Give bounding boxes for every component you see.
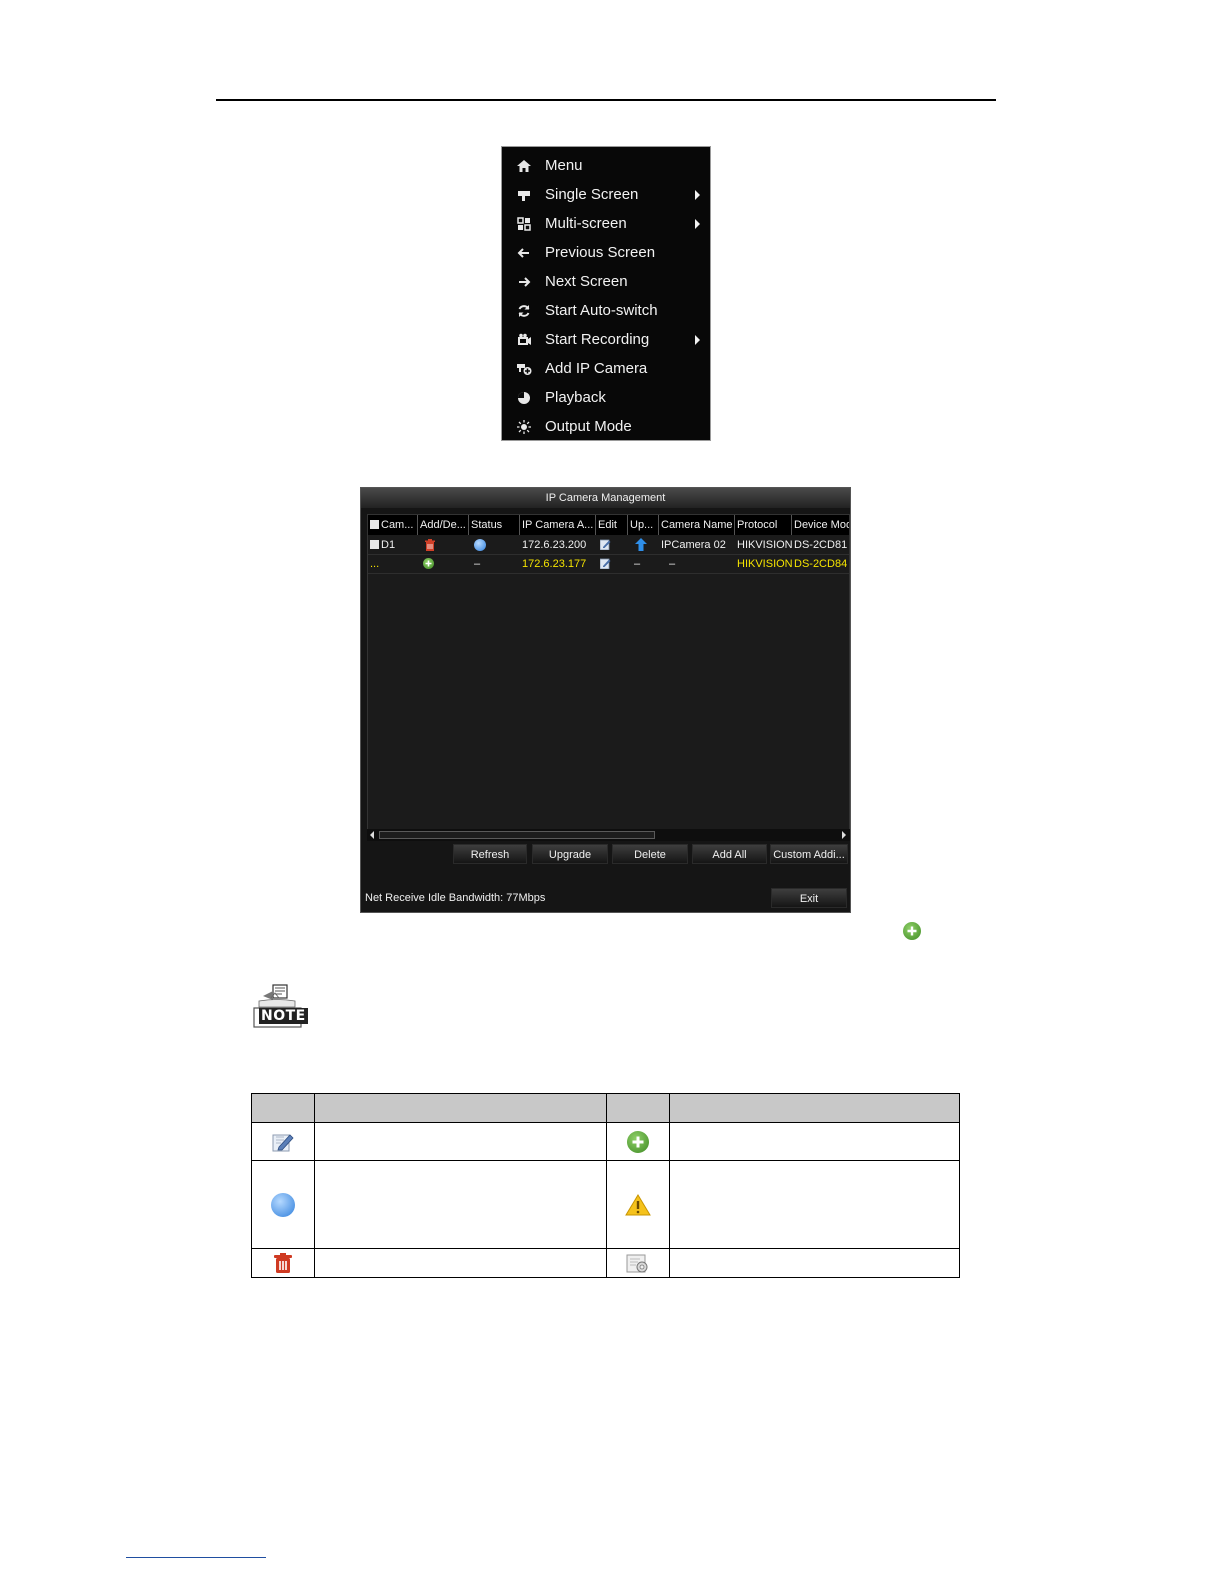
scroll-thumb[interactable]	[379, 831, 655, 839]
arrow-right-icon	[516, 274, 532, 290]
device-model-cell: DS-2CD81	[794, 539, 848, 551]
submenu-arrow-icon	[695, 190, 700, 200]
record-icon	[516, 332, 532, 348]
add-all-button[interactable]: Add All	[692, 844, 767, 864]
column-header-status[interactable]: Status	[469, 515, 520, 535]
playback-icon	[516, 390, 532, 406]
upgrade-button[interactable]: Upgrade	[532, 844, 608, 864]
add-icon[interactable]	[420, 555, 468, 573]
note-icon: NOTE	[251, 984, 308, 1028]
table-row	[251, 1248, 960, 1278]
status-online-icon	[472, 536, 518, 554]
column-header-add-delete[interactable]: Add/De...	[418, 515, 469, 535]
menu-item-output-mode[interactable]: Output Mode	[502, 413, 710, 442]
menu-item-label: Output Mode	[545, 418, 632, 435]
row-divider	[368, 554, 849, 555]
row-cam-cell[interactable]: D1	[368, 536, 418, 554]
add-camera-icon	[516, 361, 532, 377]
column-header-ip-address[interactable]: IP Camera A...	[520, 515, 596, 535]
column-header-camera-name[interactable]: Camera Name	[659, 515, 735, 535]
refresh-button[interactable]: Refresh	[453, 844, 527, 864]
table-row	[251, 1160, 960, 1249]
ip-camera-management-window: IP Camera Management Cam... Add/De... St…	[360, 487, 851, 913]
menu-item-multi-screen[interactable]: Multi-screen	[502, 210, 710, 239]
multi-screen-icon	[516, 216, 532, 232]
camera-icon	[516, 187, 532, 203]
note-label: NOTE	[259, 1008, 308, 1024]
row-divider	[368, 573, 849, 574]
settings-icon	[626, 1254, 648, 1273]
menu-item-label: Add IP Camera	[545, 360, 648, 377]
row-checkbox[interactable]	[370, 540, 379, 549]
custom-adding-button[interactable]: Custom Addi...	[770, 844, 848, 864]
menu-item-label: Playback	[545, 389, 606, 406]
exit-button[interactable]: Exit	[771, 888, 847, 908]
column-header-upgrade[interactable]: Up...	[628, 515, 659, 535]
table-header-row	[251, 1093, 960, 1123]
sun-icon	[516, 419, 532, 435]
delete-icon[interactable]	[420, 536, 468, 554]
ip-address-cell: 172.6.23.177	[522, 558, 587, 570]
edit-icon[interactable]	[598, 555, 628, 573]
protocol-cell: HIKVISION	[737, 558, 792, 570]
upgrade-cell: –	[634, 558, 641, 570]
submenu-arrow-icon	[695, 219, 700, 229]
add-icon	[627, 1130, 649, 1153]
refresh-icon	[516, 303, 532, 319]
scroll-right-icon[interactable]	[842, 831, 846, 839]
menu-item-next-screen[interactable]: Next Screen	[502, 268, 710, 297]
menu-item-label: Previous Screen	[545, 244, 656, 261]
submenu-arrow-icon	[695, 335, 700, 345]
menu-item-start-recording[interactable]: Start Recording	[502, 326, 710, 355]
arrow-left-icon	[516, 245, 532, 261]
icon-legend-table	[251, 1093, 960, 1278]
menu-item-previous-screen[interactable]: Previous Screen	[502, 239, 710, 268]
menu-item-start-auto-switch[interactable]: Start Auto-switch	[502, 297, 710, 326]
camera-name-cell: –	[669, 558, 676, 570]
menu-item-label: Next Screen	[545, 273, 628, 290]
delete-button[interactable]: Delete	[612, 844, 688, 864]
protocol-cell: HIKVISION	[737, 539, 792, 551]
menu-item-label: Multi-screen	[545, 215, 627, 232]
menu-item-playback[interactable]: Playback	[502, 384, 710, 413]
context-menu: Menu Single Screen Multi-screen Previous…	[501, 146, 711, 441]
edit-icon	[272, 1133, 294, 1151]
column-header-edit[interactable]: Edit	[596, 515, 628, 535]
column-header-cam[interactable]: Cam...	[368, 515, 418, 535]
status-online-icon	[271, 1192, 295, 1217]
row-cam-cell: ...	[370, 558, 380, 570]
add-icon	[903, 922, 921, 940]
ip-address-cell: 172.6.23.200	[522, 539, 587, 551]
status-cell: –	[474, 558, 481, 570]
menu-item-single-screen[interactable]: Single Screen	[502, 181, 710, 210]
menu-item-add-ip-camera[interactable]: Add IP Camera	[502, 355, 710, 384]
horizontal-scrollbar[interactable]	[367, 829, 850, 841]
warning-icon	[625, 1193, 651, 1215]
bandwidth-label: Net Receive Idle Bandwidth: 77Mbps	[365, 892, 546, 904]
menu-item-label: Start Recording	[545, 331, 650, 348]
device-model-cell: DS-2CD84	[794, 558, 848, 570]
window-title: IP Camera Management	[361, 488, 850, 508]
menu-item-label: Start Auto-switch	[545, 302, 658, 319]
delete-icon	[274, 1253, 292, 1273]
select-all-checkbox[interactable]	[370, 520, 379, 529]
menu-item-label: Single Screen	[545, 186, 639, 203]
home-icon	[516, 158, 532, 174]
footer-link-underline	[126, 1557, 266, 1558]
camera-table: Cam... Add/De... Status IP Camera A... E…	[367, 514, 850, 834]
upgrade-icon[interactable]	[633, 536, 659, 554]
scroll-left-icon[interactable]	[370, 831, 374, 839]
camera-name-cell: IPCamera 02	[661, 539, 726, 551]
table-row	[251, 1122, 960, 1161]
column-header-device-model[interactable]: Device Mod	[792, 515, 849, 535]
column-header-protocol[interactable]: Protocol	[735, 515, 792, 535]
header-rule	[216, 99, 996, 101]
menu-item-label: Menu	[545, 157, 583, 174]
menu-item-menu[interactable]: Menu	[502, 152, 710, 181]
edit-icon[interactable]	[598, 536, 628, 554]
